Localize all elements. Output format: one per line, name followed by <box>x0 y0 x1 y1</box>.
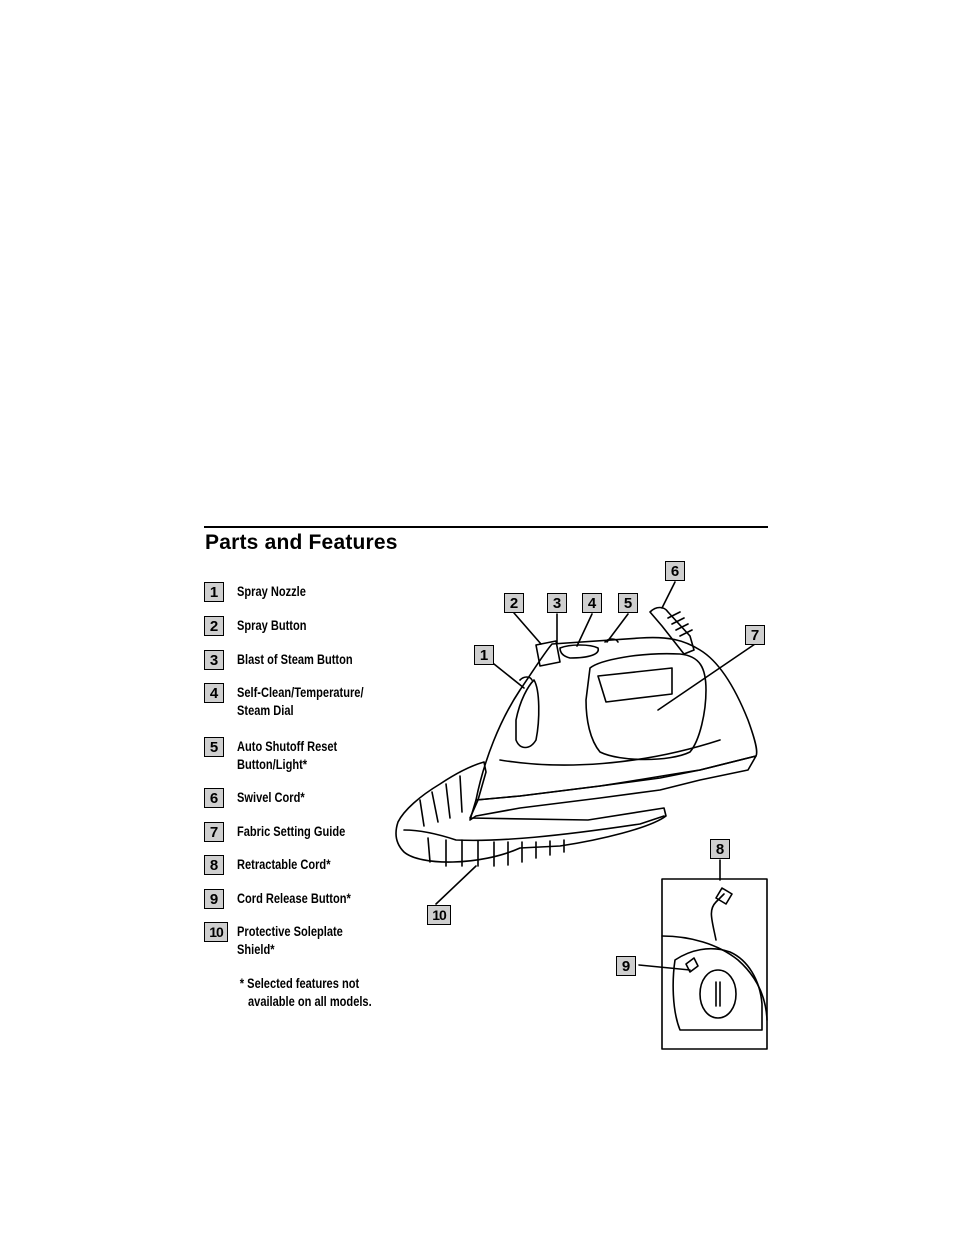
legend-label: Self-Clean/Temperature/Steam Dial <box>237 685 364 718</box>
callout-9: 9 <box>616 956 636 976</box>
legend-item-cord-release: 9 Cord Release Button* <box>204 889 376 909</box>
callout-2: 2 <box>504 593 524 613</box>
legend-item-blast-of-steam: 3 Blast of Steam Button <box>204 650 378 670</box>
footnote-line: * Selected features not <box>239 976 360 991</box>
legend-number: 10 <box>204 922 228 942</box>
legend-item-swivel-cord: 6 Swivel Cord* <box>204 788 320 808</box>
callout-10: 10 <box>427 905 451 925</box>
legend-number: 1 <box>204 582 224 602</box>
legend-label: Fabric Setting Guide <box>237 824 346 839</box>
footnote: * Selected features not available on all… <box>240 975 372 1011</box>
legend-label: Retractable Cord* <box>237 857 331 872</box>
legend-number: 4 <box>204 683 224 703</box>
legend-item-spray-button: 2 Spray Button <box>204 616 322 636</box>
legend-number: 7 <box>204 822 224 842</box>
callout-8: 8 <box>710 839 730 859</box>
soleplate-shield-drawing <box>395 761 667 867</box>
legend-label: Cord Release Button* <box>237 891 351 906</box>
legend-item-retractable-cord: 8 Retractable Cord* <box>204 855 351 875</box>
callout-5: 5 <box>618 593 638 613</box>
legend-label: Spray Button <box>237 618 307 633</box>
legend-label: Spray Nozzle <box>237 584 306 599</box>
iron-body-drawing <box>469 606 758 821</box>
legend-label: Swivel Cord* <box>237 790 305 805</box>
callout-7: 7 <box>745 625 765 645</box>
legend-number: 9 <box>204 889 224 909</box>
section-rule <box>204 526 768 528</box>
legend-item-self-clean-dial: 4 Self-Clean/Temperature/Steam Dial <box>204 683 391 720</box>
legend-number: 3 <box>204 650 224 670</box>
callout-6: 6 <box>665 561 685 581</box>
inset-cord-box <box>661 878 768 1050</box>
footnote-line: available on all models. <box>248 994 372 1009</box>
callout-1: 1 <box>474 645 494 665</box>
legend-item-spray-nozzle: 1 Spray Nozzle <box>204 582 321 602</box>
legend-number: 5 <box>204 737 224 757</box>
section-title: Parts and Features <box>205 531 398 554</box>
callout-leaders <box>435 581 756 971</box>
callout-3: 3 <box>547 593 567 613</box>
callout-4: 4 <box>582 593 602 613</box>
legend-label: Blast of Steam Button <box>237 652 353 667</box>
legend-item-fabric-guide: 7 Fabric Setting Guide <box>204 822 369 842</box>
legend-number: 2 <box>204 616 224 636</box>
legend-number: 6 <box>204 788 224 808</box>
legend-number: 8 <box>204 855 224 875</box>
